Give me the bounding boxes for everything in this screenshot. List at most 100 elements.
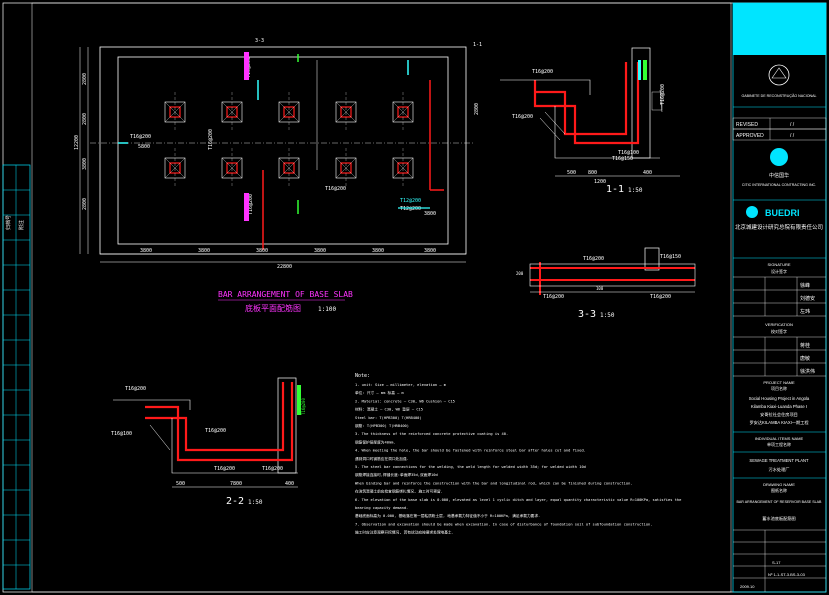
plan-dim-bottom-5: 3800 <box>372 248 384 254</box>
s11-rebar-5: T16@200 <box>660 84 666 105</box>
plan-dim-left-4: 2800 <box>82 198 88 210</box>
tb-project-line-4: 罗安达KILAMBA KIAXI一期工程 <box>749 419 809 426</box>
column-grid <box>164 92 414 188</box>
tb-signature: SIGNATURE <box>767 262 790 267</box>
tb-project-line-1: Social Housing Project in Angola <box>749 396 810 401</box>
s11-rebar-2: T16@200 <box>512 114 533 120</box>
tb-drawing-line-2: 蓄水池底板配筋图 <box>762 515 796 522</box>
notes-heading: Note: <box>355 373 370 379</box>
plan-dim-total: 22800 <box>277 264 292 270</box>
tb-bottom-3: 2009.10 <box>740 584 755 589</box>
tb-sig-4: 蒋桂 <box>800 342 810 349</box>
note-line: 钢筋保护层厚度为40mm. <box>355 439 396 444</box>
s22-rebar-3: T16@200 <box>205 428 226 434</box>
tb-drawing-name-cn: 图纸名称 <box>771 487 787 493</box>
s11-rebar-4: T16@100 <box>618 150 639 156</box>
column-pad <box>221 92 243 132</box>
plan-rebar-label-7: T12@200 <box>400 206 421 212</box>
note-line: 钢筋焊接连接时,焊缝长度:单面焊35d,双面焊10d <box>355 472 438 477</box>
s22-rebar-4: T16@200 <box>214 466 235 472</box>
tb-verification-cn: 校对签字 <box>771 328 787 334</box>
tb-signature-cn: 设计签字 <box>771 268 787 274</box>
wall-inner-line <box>117 56 449 245</box>
s22-dim-1: 500 <box>176 481 185 487</box>
tb-approved-value: / / <box>790 133 795 139</box>
plan-misc-label-1: 5800 <box>138 144 150 150</box>
note-line: 5. The steel bar connections for the wel… <box>355 465 586 469</box>
column-pad <box>392 148 414 188</box>
plan-section-tag-2: 3-3 <box>255 38 264 44</box>
s33-rebar-3: T16@200 <box>543 294 564 300</box>
note-line: 单位: 尺寸 — mm 标高 — m <box>355 390 405 395</box>
s22-rebar-2: T16@100 <box>111 431 132 437</box>
note-line: bearing capacity demand. <box>355 506 408 510</box>
plan-title-cn: 底板平面配筋图 <box>245 303 301 313</box>
column-pad <box>278 148 300 188</box>
plan-view: 3800 3800 3800 3800 3800 3800 22800 2800… <box>74 38 482 313</box>
note-line: 7. Observation and excavation should be … <box>355 522 653 526</box>
left-strip-label-1: 归档号 <box>5 215 12 230</box>
plan-misc-label-3: 2800 <box>474 103 480 115</box>
s11-scale: 1:50 <box>628 187 643 194</box>
column-pad <box>392 92 414 132</box>
s33-rebar-1: T16@200 <box>583 256 604 262</box>
column-pad <box>278 92 300 132</box>
column-pad <box>164 148 186 188</box>
note-line: When binding bar and reinforce the const… <box>355 481 633 485</box>
s11-rebar-1: T16@200 <box>532 69 553 75</box>
note-line: 1. unit: Size — millimeter, elevation — … <box>355 383 447 387</box>
plan-section-tag-1: 1-1 <box>473 42 482 48</box>
tb-sig-1: 徐峰 <box>800 282 810 289</box>
plan-title-en: BAR ARRANGEMENT OF BASE SLAB <box>218 290 353 299</box>
s33-dim-1: 200 <box>516 271 524 276</box>
note-line: 钢筋: T(HPB300) T(HRB400) <box>355 423 409 428</box>
tb-plant: SEWAGE TREATMENT PLANT <box>749 458 809 463</box>
tb-drawing-line-1: BAR ARRANGEMENT OF RESERVOIR BASE SLAB <box>737 500 823 504</box>
tb-sig-6: 徐洪伟 <box>800 368 815 375</box>
tb-buedri: BUEDRI <box>765 208 800 218</box>
tb-revised: REVISED <box>736 122 758 128</box>
note-line: 材料: 混凝土 — C30, W6 垫层 — C15 <box>355 407 423 412</box>
plan-dim-bottom-6: 3800 <box>424 248 436 254</box>
emblem-icon <box>768 64 790 86</box>
note-line: 3. The thickness of the reinforced concr… <box>355 432 508 436</box>
note-line: 在浇筑混凝土前应检查钢筋绑扎情况, 施工时可预留. <box>355 489 443 494</box>
s11-dim-4: 1200 <box>594 179 606 185</box>
column-pad <box>164 92 186 132</box>
section-1-1: T16@200 T16@200 T16@150 T16@100 T16@200 … <box>500 47 680 195</box>
tb-revised-value: / / <box>790 122 795 128</box>
tb-project-line-2: Kilamba Kiaxi-Luanda Phase I <box>751 404 807 409</box>
note-line: 遇到洞口时钢筋应在洞口处加强. <box>355 456 409 461</box>
left-margin-strip: 归档号 附注 <box>2 164 31 590</box>
plan-misc-label-2: 3800 <box>424 211 436 217</box>
tb-sig-2: 刘德安 <box>800 295 815 302</box>
column-pad <box>221 148 243 188</box>
note-line: 6. The elevation of the base slab is 0.0… <box>355 498 681 502</box>
tb-item-name: INDIVIDUAL ITEMS NAME <box>755 436 804 441</box>
citic-logo-icon <box>770 148 788 166</box>
tb-buedri-cn: 北京城建设计研究总院有限责任公司 <box>735 223 823 231</box>
s22-scale: 1:50 <box>248 499 263 506</box>
column-pad <box>335 148 357 188</box>
tb-item-name-cn: 单项工程名称 <box>767 441 791 447</box>
note-line: 施工时应注意观察开挖情况, 若有扰动应按要求处理地基土. <box>355 530 454 535</box>
plan-dim-left-1: 2800 <box>82 73 88 85</box>
tb-country: GABINETE DE RECONSTRUÇÃO NACIONAL <box>741 93 816 98</box>
s22-dim-2: 7800 <box>230 481 242 487</box>
s33-title: 3-3 <box>578 309 596 320</box>
plan-dim-bottom-3: 3800 <box>256 248 268 254</box>
s11-title: 1-1 <box>606 184 624 195</box>
dim-lines-bottom <box>100 253 466 263</box>
s22-rebar-5: T16@200 <box>262 466 283 472</box>
s11-dim-3: 400 <box>643 170 652 176</box>
tb-project-name-cn: 项目名称 <box>771 385 787 391</box>
note-line: Steel bar: T(HPB300) T(HRB400) <box>355 416 422 420</box>
plan-rebar-label-1: T16@200 <box>130 134 151 140</box>
title-block: GABINETE DE RECONSTRUÇÃO NACIONAL REVISE… <box>732 2 827 593</box>
s11-dim-1: 500 <box>567 170 576 176</box>
plan-rebar-label-6: T16@200 <box>208 129 214 150</box>
tb-project-name: PROJECT NAME <box>763 380 795 385</box>
plan-dim-left-total: 12200 <box>74 135 80 150</box>
